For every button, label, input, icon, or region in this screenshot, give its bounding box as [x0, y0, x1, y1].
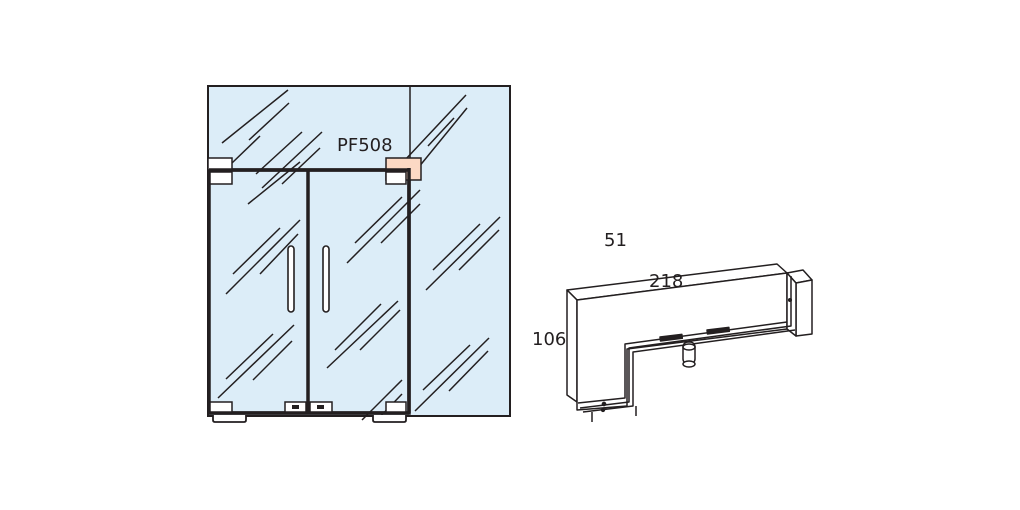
- glass-reflection: [414, 216, 501, 412]
- fitting-left-face: [566, 289, 578, 403]
- hinge-block-front: [795, 279, 813, 337]
- dimension-depth-label: 51: [604, 230, 627, 251]
- door-elevation: PF508: [207, 85, 511, 423]
- glass-reflection: [217, 161, 301, 399]
- pf508-fitting-drawing: [566, 263, 813, 422]
- top-patch-fitting: [385, 171, 407, 185]
- door-handle-right: [322, 245, 330, 313]
- floor-spring-left: [212, 415, 247, 423]
- glass-reflection: [221, 89, 468, 189]
- glass-slot-lines: [577, 276, 796, 413]
- door-handle-left: [287, 245, 295, 313]
- product-code-label: PF508: [337, 135, 393, 156]
- floor-spring-right: [372, 415, 407, 423]
- top-pivot-fitting: [207, 157, 233, 171]
- pivot-pin: [682, 341, 696, 368]
- dimension-height-label: 106: [532, 329, 566, 350]
- dimension-length-label: 218: [649, 271, 683, 292]
- top-patch-fitting: [209, 171, 233, 185]
